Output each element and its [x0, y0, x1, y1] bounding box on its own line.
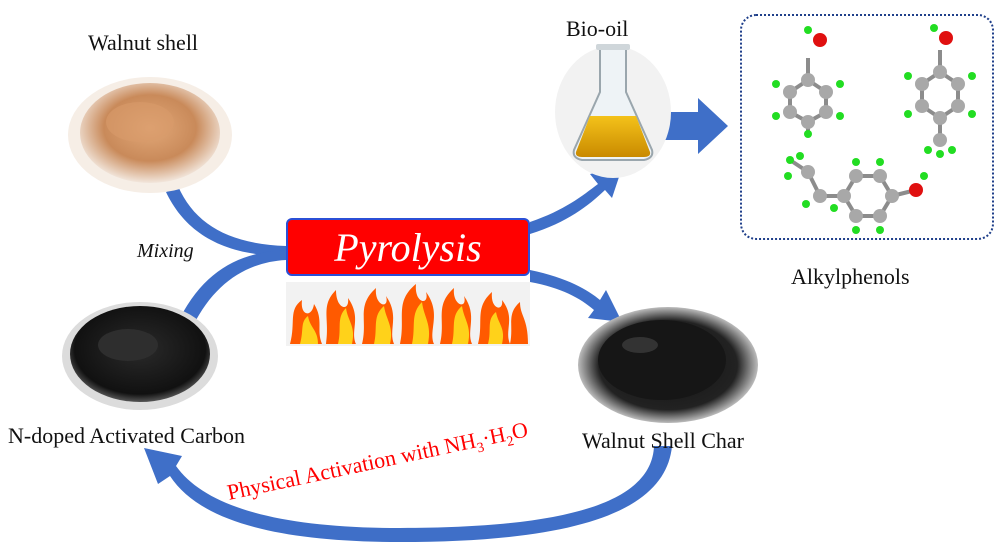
- arrow-walnut-to-pyrolysis: [166, 186, 286, 256]
- pyrolysis-box: Pyrolysis: [286, 218, 530, 276]
- biooil-flask-image: [555, 44, 671, 178]
- arrow-carbon-to-pyrolysis: [180, 250, 286, 326]
- flow-arrows: [144, 98, 728, 542]
- walnut-shell-powder-image: [68, 77, 232, 193]
- alkylphenols-label: Alkylphenols: [791, 264, 910, 289]
- walnut-shell-label: Walnut shell: [88, 30, 199, 55]
- alkylphenols-frame: [740, 14, 994, 240]
- walnut-shell-char-label: Walnut Shell Char: [582, 428, 744, 453]
- walnut-shell-char-image: [578, 307, 758, 423]
- pyrolysis-label: Pyrolysis: [334, 224, 482, 270]
- activated-carbon-label: N-doped Activated Carbon: [8, 423, 246, 448]
- activation-text-mid: ·H: [479, 421, 508, 451]
- molecule-atoms: [772, 24, 976, 234]
- activated-carbon-image: [62, 302, 218, 410]
- mixing-label: Mixing: [137, 240, 194, 262]
- arrow-biooil-to-molecules: [662, 98, 728, 154]
- biooil-label: Bio-oil: [566, 16, 629, 41]
- arrow-activation-loop: [144, 446, 672, 542]
- arrow-pyrolysis-to-biooil: [530, 168, 622, 234]
- arrow-pyrolysis-to-char: [530, 270, 622, 322]
- flame-graphic: [286, 282, 530, 346]
